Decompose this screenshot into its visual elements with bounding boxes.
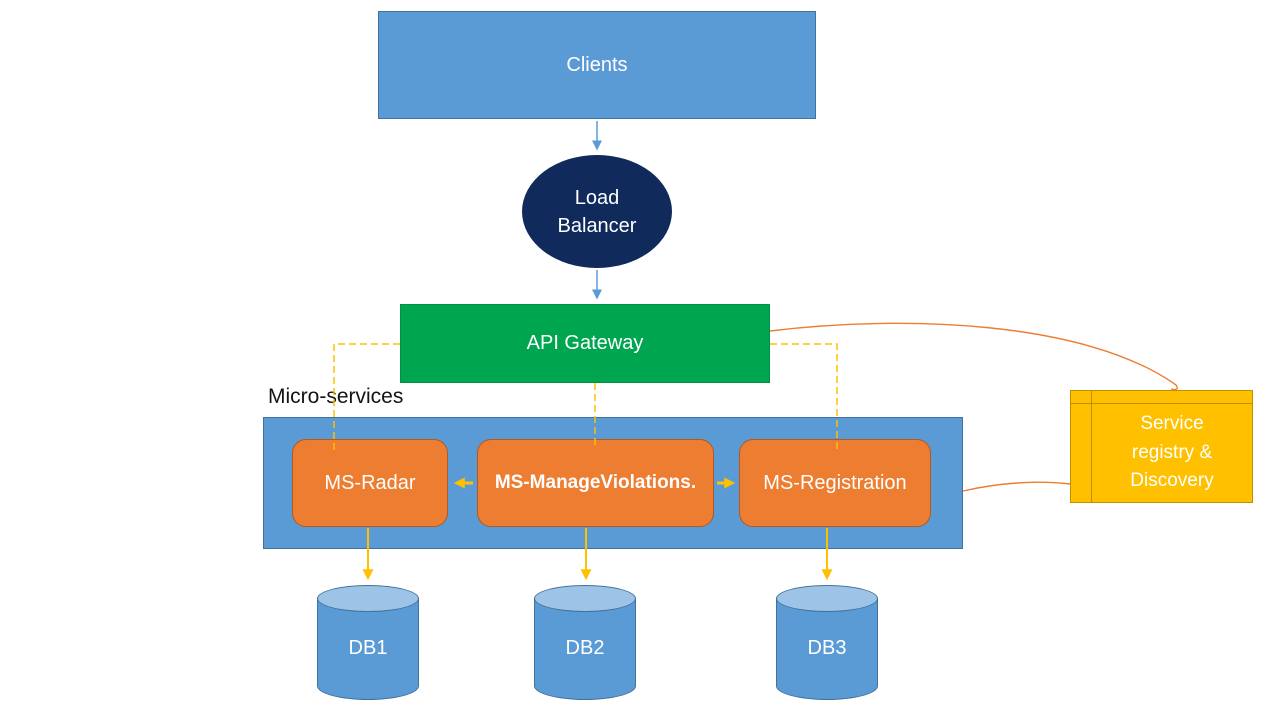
- registry-left-divider: [1091, 391, 1092, 502]
- db3-cylinder-body: [776, 598, 878, 700]
- microservices-group-label: Micro-services: [268, 385, 404, 408]
- load-balancer-label-line2: Balancer: [557, 214, 637, 237]
- db3-cylinder-top: [776, 585, 878, 612]
- db1-node: DB1: [317, 585, 419, 700]
- ms-radar-label: MS-Radar: [324, 471, 416, 494]
- api-gateway-node: API Gateway: [400, 304, 770, 383]
- registry-header-divider: [1071, 403, 1252, 404]
- service-registry-label-line2: registry &: [1131, 441, 1213, 463]
- api-gateway-label: API Gateway: [526, 332, 644, 354]
- db3-node: DB3: [776, 585, 878, 700]
- ms-manageviolations-node: MS-ManageViolations.: [477, 439, 714, 527]
- ms-registration-label: MS-Registration: [763, 471, 907, 494]
- clients-label: Clients: [566, 53, 628, 76]
- clients-node: Clients: [378, 11, 816, 119]
- service-registry-label-line1: Service: [1140, 413, 1204, 435]
- db2-node: DB2: [534, 585, 636, 700]
- load-balancer-label-line1: Load: [574, 186, 620, 209]
- db1-cylinder-body: [317, 598, 419, 700]
- db2-cylinder-top: [534, 585, 636, 612]
- db2-cylinder-body: [534, 598, 636, 700]
- db3-label: DB3: [807, 637, 847, 659]
- service-registry-node: Service registry & Discovery: [1070, 390, 1253, 503]
- ms-radar-node: MS-Radar: [292, 439, 448, 527]
- link-microservices-to-service-registry: [962, 481, 1071, 492]
- db2-label: DB2: [565, 637, 605, 659]
- load-balancer-node: Load Balancer: [522, 155, 672, 268]
- db1-cylinder-top: [317, 585, 419, 612]
- service-registry-label-line3: Discovery: [1130, 470, 1214, 492]
- db1-label: DB1: [348, 637, 388, 659]
- link-apigateway-to-service-registry: [769, 322, 1178, 391]
- service-registry-label: Service registry & Discovery: [1092, 404, 1252, 502]
- ms-registration-node: MS-Registration: [739, 439, 931, 527]
- ms-manageviolations-label: MS-ManageViolations.: [494, 472, 697, 493]
